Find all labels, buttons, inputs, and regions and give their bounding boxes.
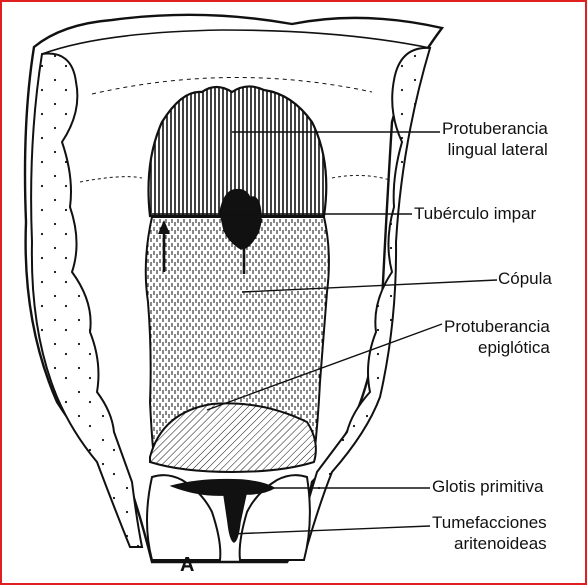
label-line: Tubérculo impar xyxy=(414,203,536,224)
label-tumefacciones-aritenoideas: Tumefacciones aritenoideas xyxy=(432,512,547,554)
label-line: Tumefacciones xyxy=(432,512,547,533)
label-line: Protuberancia xyxy=(442,118,548,139)
panel-letter: A xyxy=(180,554,194,577)
label-protuberancia-lingual-lateral: Protuberancia lingual lateral xyxy=(442,118,548,160)
label-line: epiglótica xyxy=(444,337,550,358)
label-line: lingual lateral xyxy=(442,139,548,160)
label-glotis-primitiva: Glotis primitiva xyxy=(432,476,543,497)
label-line: Protuberancia xyxy=(444,316,550,337)
label-line: Cópula xyxy=(498,268,552,289)
label-line: Glotis primitiva xyxy=(432,476,543,497)
label-copula: Cópula xyxy=(498,268,552,289)
label-protuberancia-epiglotica: Protuberancia epiglótica xyxy=(444,316,550,358)
label-line: aritenoideas xyxy=(432,533,547,554)
label-tuberculo-impar: Tubérculo impar xyxy=(414,203,536,224)
